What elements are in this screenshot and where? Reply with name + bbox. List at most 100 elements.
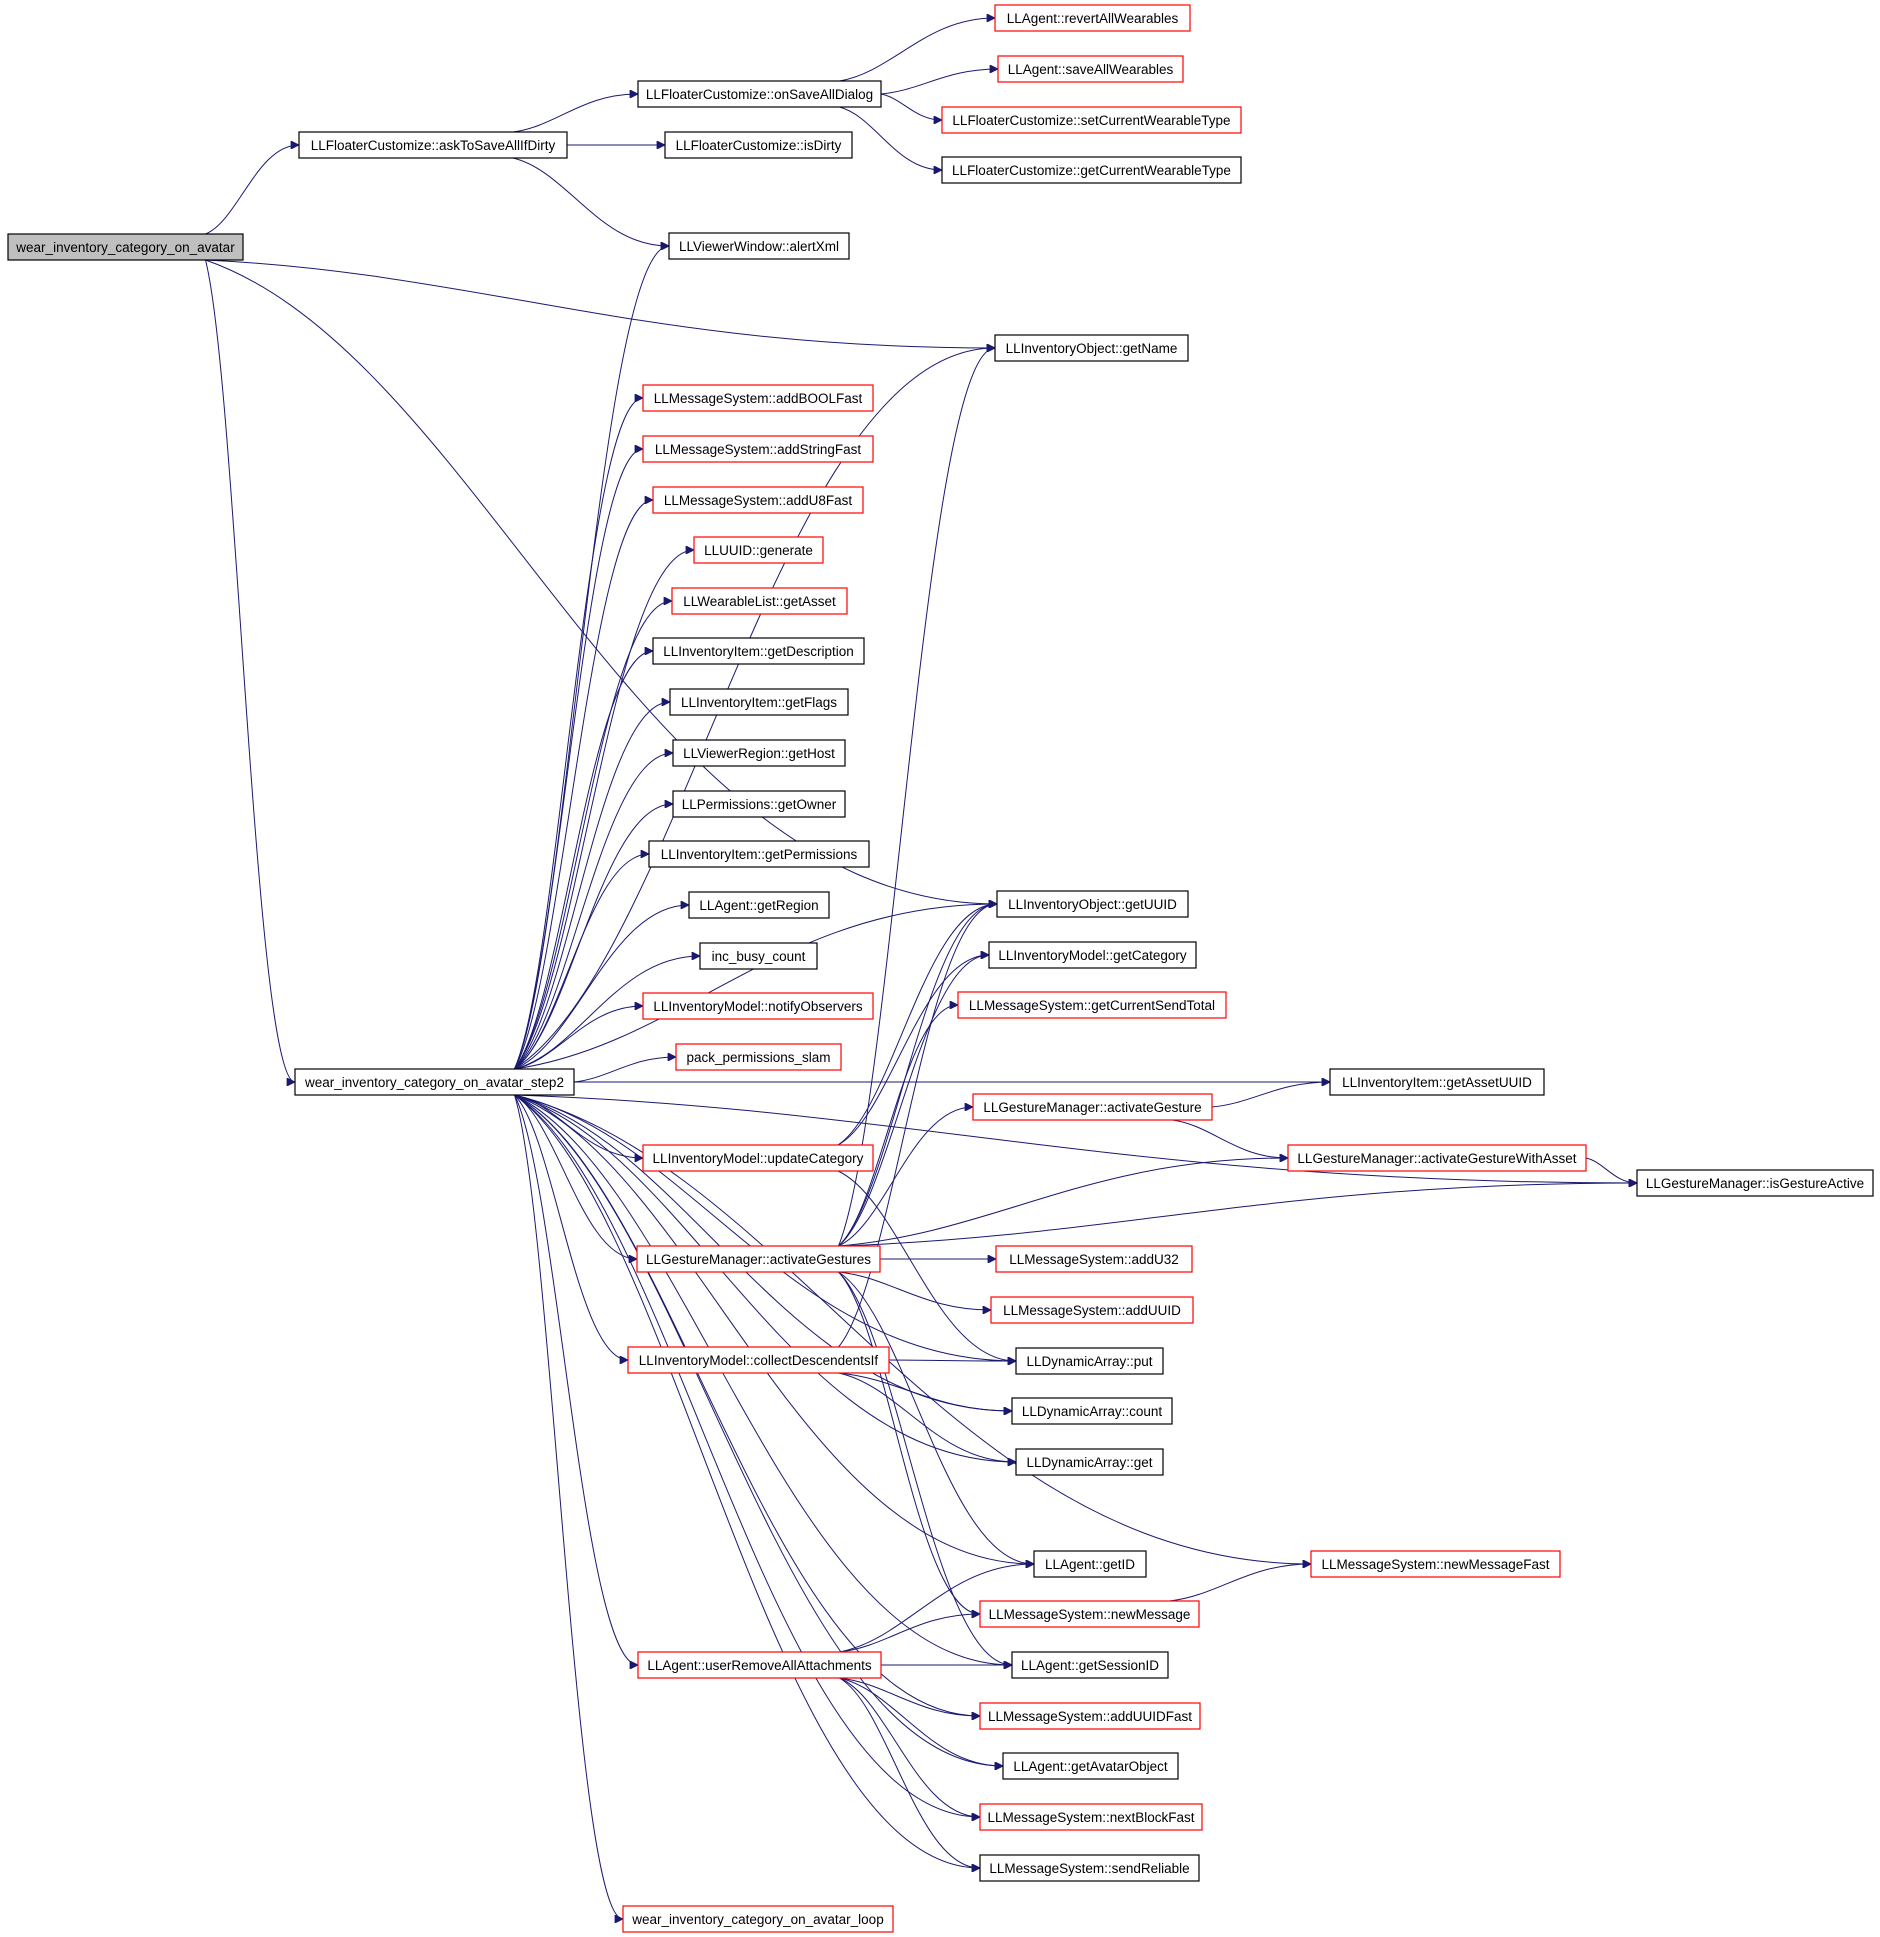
edge-step2-to-updateCat xyxy=(514,1094,644,1158)
node-label: LLAgent::saveAllWearables xyxy=(1008,62,1174,77)
node-sendReliable[interactable]: LLMessageSystem::sendReliable xyxy=(979,1854,1200,1882)
node-label: LLGestureManager::isGestureActive xyxy=(1646,1176,1864,1191)
node-getCurWT[interactable]: LLFloaterCustomize::getCurrentWearableTy… xyxy=(941,156,1242,184)
node-itemGetPerms[interactable]: LLInventoryItem::getPermissions xyxy=(648,840,870,868)
node-notifyObs[interactable]: LLInventoryModel::notifyObservers xyxy=(642,992,874,1020)
node-setCurWT[interactable]: LLFloaterCustomize::setCurrentWearableTy… xyxy=(941,106,1242,134)
edge-step2-to-incBusy xyxy=(514,956,701,1070)
edge-userRemoveAtt-to-addUUIDFast xyxy=(839,1677,981,1716)
node-box xyxy=(988,941,1197,969)
node-addUUIDFast[interactable]: LLMessageSystem::addUUIDFast xyxy=(979,1702,1201,1730)
edge-step2-to-invObjGetName xyxy=(514,348,996,1070)
node-label: LLViewerRegion::getHost xyxy=(683,746,835,761)
node-label: LLGestureManager::activateGestures xyxy=(646,1252,871,1267)
node-itemGetFlags[interactable]: LLInventoryItem::getFlags xyxy=(669,688,849,716)
node-box xyxy=(996,890,1189,918)
node-box xyxy=(637,80,882,108)
node-updateCat[interactable]: LLInventoryModel::updateCategory xyxy=(642,1144,874,1172)
node-addStringFast[interactable]: LLMessageSystem::addStringFast xyxy=(642,435,874,463)
node-label: LLFloaterCustomize::onSaveAllDialog xyxy=(646,87,873,102)
node-daCount[interactable]: LLDynamicArray::count xyxy=(1011,1397,1173,1425)
edge-gmActivateGestures-to-gmIsActive xyxy=(838,1183,1638,1247)
node-wear_root[interactable]: wear_inventory_category_on_avatar xyxy=(7,233,244,261)
node-regionGetHost[interactable]: LLViewerRegion::getHost xyxy=(672,739,846,767)
node-agentGetSession[interactable]: LLAgent::getSessionID xyxy=(1011,1651,1169,1679)
node-itemGetAssetUUID[interactable]: LLInventoryItem::getAssetUUID xyxy=(1329,1068,1545,1096)
node-box xyxy=(642,435,874,463)
node-box xyxy=(693,536,824,564)
node-daPut[interactable]: LLDynamicArray::put xyxy=(1015,1347,1164,1375)
edge-step2-to-itemGetDesc xyxy=(514,651,654,1070)
node-box xyxy=(941,156,1242,184)
node-newMsg[interactable]: LLMessageSystem::newMessage xyxy=(979,1600,1200,1628)
node-packPerms[interactable]: pack_permissions_slam xyxy=(675,1043,842,1071)
node-agentGetRegion[interactable]: LLAgent::getRegion xyxy=(688,891,830,919)
node-box xyxy=(979,1600,1200,1628)
edge-collectDesc-to-daGet xyxy=(838,1372,1017,1462)
edge-step2-to-sendReliable xyxy=(514,1094,981,1868)
node-label: LLMessageSystem::addU32 xyxy=(1009,1252,1179,1267)
node-gmIsActive[interactable]: LLGestureManager::isGestureActive xyxy=(1636,1169,1874,1197)
edge-gmActivateGestures-to-invObjGetName xyxy=(838,348,996,1247)
node-box xyxy=(642,384,874,412)
node-gmActivateGestures[interactable]: LLGestureManager::activateGestures xyxy=(636,1245,881,1273)
node-addBOOLFast[interactable]: LLMessageSystem::addBOOLFast xyxy=(642,384,874,412)
node-label: LLFloaterCustomize::isDirty xyxy=(676,138,842,153)
node-isDirty[interactable]: LLFloaterCustomize::isDirty xyxy=(664,131,853,159)
node-onSaveAll[interactable]: LLFloaterCustomize::onSaveAllDialog xyxy=(637,80,882,108)
node-revertAll[interactable]: LLAgent::revertAllWearables xyxy=(994,4,1191,32)
node-newMsgFast[interactable]: LLMessageSystem::newMessageFast xyxy=(1310,1550,1561,1578)
edge-gmActivateGesture-to-itemGetAssetUUID xyxy=(1211,1082,1330,1108)
node-box xyxy=(1011,1397,1173,1425)
node-agentGetID[interactable]: LLAgent::getID xyxy=(1033,1550,1147,1578)
edge-step2-to-addBOOLFast xyxy=(514,398,644,1070)
node-box xyxy=(636,1245,881,1273)
node-label: LLMessageSystem::newMessage xyxy=(989,1607,1191,1622)
edge-gmActivateGestures-to-addUUID xyxy=(838,1271,992,1310)
node-uuidGenerate[interactable]: LLUUID::generate xyxy=(693,536,824,564)
node-nextBlockFast[interactable]: LLMessageSystem::nextBlockFast xyxy=(979,1803,1203,1831)
node-wlGetAsset[interactable]: LLWearableList::getAsset xyxy=(671,587,848,615)
node-label: LLAgent::getID xyxy=(1045,1557,1135,1572)
node-addU32[interactable]: LLMessageSystem::addU32 xyxy=(995,1245,1193,1273)
node-userRemoveAtt[interactable]: LLAgent::userRemoveAllAttachments xyxy=(637,1651,882,1679)
node-box xyxy=(1015,1347,1164,1375)
node-modelGetCat[interactable]: LLInventoryModel::getCategory xyxy=(988,941,1197,969)
node-addUUID[interactable]: LLMessageSystem::addUUID xyxy=(990,1296,1194,1324)
edge-collectDesc-to-invObjGetUUID xyxy=(838,904,998,1348)
node-getCurSendTotal[interactable]: LLMessageSystem::getCurrentSendTotal xyxy=(957,991,1227,1019)
node-label: LLInventoryModel::collectDescendentsIf xyxy=(639,1353,879,1368)
node-agentGetAvatar[interactable]: LLAgent::getAvatarObject xyxy=(1002,1752,1179,1780)
node-label: LLPermissions::getOwner xyxy=(682,797,837,812)
node-permGetOwner[interactable]: LLPermissions::getOwner xyxy=(672,790,846,818)
node-loop[interactable]: wear_inventory_category_on_avatar_loop xyxy=(622,1905,894,1933)
node-label: LLAgent::getSessionID xyxy=(1021,1658,1159,1673)
node-invObjGetName[interactable]: LLInventoryObject::getName xyxy=(994,334,1189,362)
node-gmActivateGesture[interactable]: LLGestureManager::activateGesture xyxy=(972,1093,1213,1121)
edge-step2-to-agentGetAvatar xyxy=(514,1094,1004,1766)
node-incBusy[interactable]: inc_busy_count xyxy=(699,942,818,970)
node-box xyxy=(672,739,846,767)
node-invObjGetUUID[interactable]: LLInventoryObject::getUUID xyxy=(996,890,1189,918)
edge-updateCat-to-modelGetCat xyxy=(837,955,989,1146)
node-box xyxy=(1287,1144,1587,1172)
node-saveAll[interactable]: LLAgent::saveAllWearables xyxy=(997,55,1184,83)
node-box xyxy=(979,1854,1200,1882)
node-label: LLFloaterCustomize::getCurrentWearableTy… xyxy=(952,163,1231,178)
edge-step2-to-addStringFast xyxy=(514,449,644,1070)
node-box xyxy=(1329,1068,1545,1096)
node-alertXml[interactable]: LLViewerWindow::alertXml xyxy=(668,232,850,260)
node-label: LLInventoryModel::updateCategory xyxy=(653,1151,864,1166)
node-askToSave[interactable]: LLFloaterCustomize::askToSaveAllIfDirty xyxy=(298,131,568,159)
node-step2[interactable]: wear_inventory_category_on_avatar_step2 xyxy=(294,1068,575,1096)
node-box xyxy=(642,992,874,1020)
node-gmActivateWithAsset[interactable]: LLGestureManager::activateGestureWithAss… xyxy=(1287,1144,1587,1172)
node-collectDesc[interactable]: LLInventoryModel::collectDescendentsIf xyxy=(627,1346,890,1374)
node-itemGetDesc[interactable]: LLInventoryItem::getDescription xyxy=(652,637,865,665)
node-label: LLInventoryModel::notifyObservers xyxy=(653,999,863,1014)
edge-userRemoveAtt-to-agentGetID xyxy=(839,1564,1035,1653)
node-addU8Fast[interactable]: LLMessageSystem::addU8Fast xyxy=(652,486,864,514)
node-box xyxy=(642,1144,874,1172)
node-daGet[interactable]: LLDynamicArray::get xyxy=(1015,1448,1164,1476)
